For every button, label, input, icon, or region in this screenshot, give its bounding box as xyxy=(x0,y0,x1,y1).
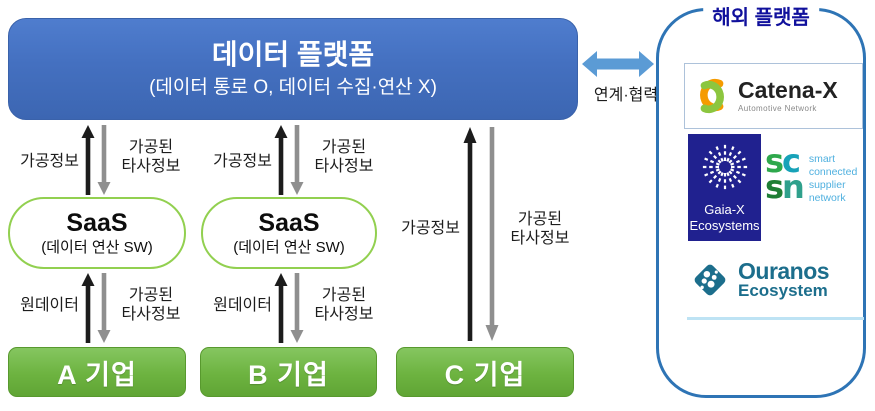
saas-subtitle: (데이터 연산 SW) xyxy=(41,239,153,256)
saas-node-a: SaaS (데이터 연산 SW) xyxy=(8,197,186,269)
ouranos-subname: Ecosystem xyxy=(738,280,828,300)
label-line: 가공된 xyxy=(321,287,367,304)
overseas-panel-title: 해외 플랫폼 xyxy=(703,1,819,30)
label-line: 가공된 xyxy=(321,139,367,156)
gaia-x-subname: Ecosystems xyxy=(689,218,760,234)
company-a-box: A 기업 xyxy=(8,347,186,397)
down-arrow-icon xyxy=(485,127,499,341)
saas-node-b: SaaS (데이터 연산 SW) xyxy=(201,197,377,269)
catena-x-tagline: Automotive Network xyxy=(738,104,817,113)
up-arrow-icon xyxy=(81,273,95,343)
saas-subtitle: (데이터 연산 SW) xyxy=(233,239,345,256)
up-arrow-icon xyxy=(463,127,477,341)
link-cooperation-label: 연계·협력 xyxy=(593,87,659,104)
label-line: 타사정보 xyxy=(121,157,181,175)
up-arrow-icon xyxy=(81,125,95,195)
panel-divider xyxy=(687,317,864,320)
processed-third-party-label: 가공된 타사정보 xyxy=(306,139,382,177)
label-line: 타사정보 xyxy=(314,305,374,323)
tagline-line: connected xyxy=(808,166,858,179)
label-line: 타사정보 xyxy=(121,305,181,323)
tagline-line: supplier xyxy=(808,179,846,192)
down-arrow-icon xyxy=(290,273,304,343)
down-arrow-icon xyxy=(290,125,304,195)
tagline-line: network xyxy=(808,192,846,205)
double-arrow-icon xyxy=(582,51,654,77)
processed-third-party-label: 가공된 타사정보 xyxy=(502,211,578,249)
catena-x-icon xyxy=(700,78,724,114)
up-arrow-icon xyxy=(274,125,288,195)
label-line: 타사정보 xyxy=(510,229,570,247)
platform-subtitle: (데이터 통로 O, 데이터 수집·연산 X) xyxy=(149,77,437,98)
processed-info-label: 가공정보 xyxy=(20,153,79,170)
raw-data-label: 원데이터 xyxy=(213,297,272,314)
gaia-x-name: Gaia-X xyxy=(704,202,745,218)
raw-data-label: 원데이터 xyxy=(20,297,79,314)
tagline-line: smart xyxy=(808,153,836,165)
label-line: 가공된 xyxy=(128,139,174,156)
scsn-letter: s xyxy=(765,142,784,180)
catena-x-logo: Catena-X Automotive Network xyxy=(684,63,863,129)
scsn-letters: sc sn xyxy=(765,145,805,207)
company-b-box: B 기업 xyxy=(200,347,377,397)
data-platform-box: 데이터 플랫폼 (데이터 통로 O, 데이터 수집·연산 X) xyxy=(8,18,578,120)
scsn-letter: n xyxy=(782,168,805,207)
catena-x-name: Catena-X xyxy=(738,77,838,103)
up-arrow-icon xyxy=(274,273,288,343)
label-line: 가공된 xyxy=(128,287,174,304)
ouranos-icon xyxy=(694,264,726,296)
ouranos-logo: Ouranos Ecosystem xyxy=(689,258,830,301)
processed-info-label: 가공정보 xyxy=(213,153,272,170)
processed-info-label: 가공정보 xyxy=(401,220,460,237)
down-arrow-icon xyxy=(97,273,111,343)
label-line: 가공된 xyxy=(517,211,563,228)
processed-third-party-label: 가공된 타사정보 xyxy=(306,287,382,325)
ouranos-name: Ouranos xyxy=(738,258,830,284)
processed-third-party-label: 가공된 타사정보 xyxy=(113,139,189,177)
label-line: 타사정보 xyxy=(314,157,374,175)
platform-title: 데이터 플랫폼 xyxy=(211,39,375,70)
saas-title: SaaS xyxy=(258,209,320,237)
overseas-platform-panel: 해외 플랫폼 Catena-X Automotive Network xyxy=(656,1,866,398)
company-c-box: C 기업 xyxy=(396,347,574,397)
down-arrow-icon xyxy=(97,125,111,195)
scsn-tagline: smart connected supplier network xyxy=(809,148,857,206)
scsn-logo: sc sn smart connected supplier network xyxy=(765,145,857,207)
saas-title: SaaS xyxy=(66,209,128,237)
gaia-x-starburst-icon xyxy=(701,144,748,190)
scsn-letter: c xyxy=(782,142,801,180)
scsn-letter: s xyxy=(765,168,784,207)
gaia-x-logo: Gaia-X Ecosystems xyxy=(688,134,761,241)
processed-third-party-label: 가공된 타사정보 xyxy=(113,287,189,325)
